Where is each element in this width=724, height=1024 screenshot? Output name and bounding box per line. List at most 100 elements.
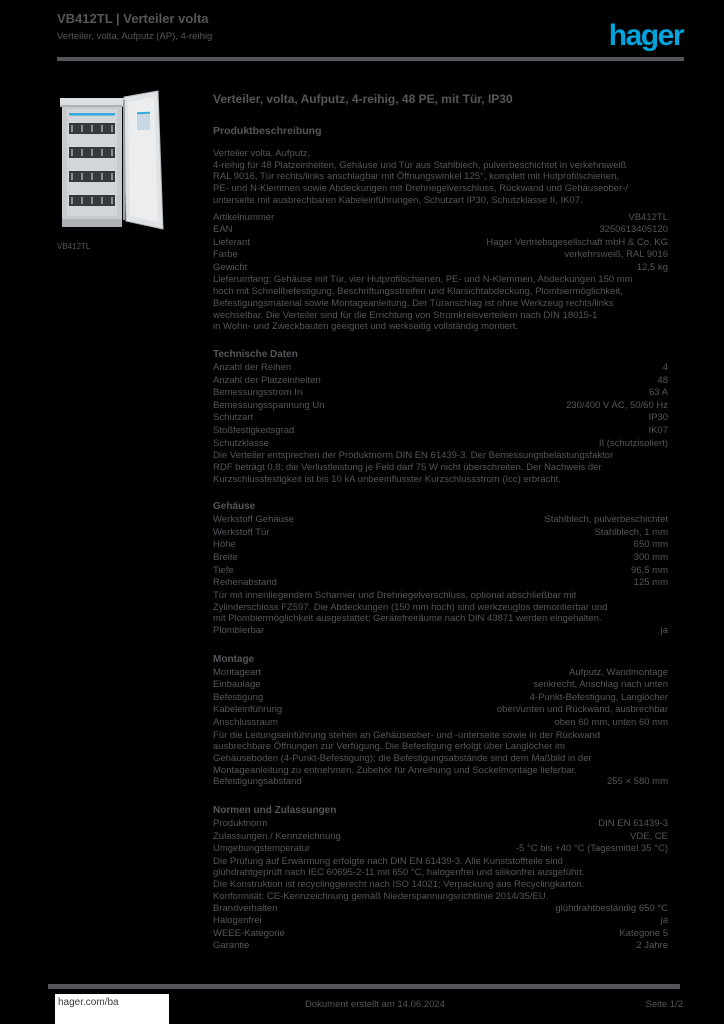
spec-label: Schutzart (213, 412, 254, 424)
spec-value: Stahlblech, 1 mm (594, 526, 668, 538)
spec-row: Montageart Aufputz, Wandmontage (213, 667, 668, 680)
spec-label: Umgebungstemperatur (213, 843, 311, 855)
spec-value: -5 °C bis +40 °C (Tagesmittel 35 °C) (515, 843, 668, 855)
spec-label: Halogenfrei (213, 915, 262, 927)
spec-row: Anzahl der Reihen 4 (213, 362, 668, 375)
spec-label: EAN (213, 224, 233, 236)
section-heading: Normen und Zulassungen (213, 804, 337, 816)
header-product-subline: Verteiler, volta, Aufputz (AP), 4-reihig (57, 31, 213, 42)
spec-label: Farbe (213, 249, 238, 261)
spec-label: Gewicht (213, 261, 248, 273)
spec-note-line: Für die Leitungseinführung stehen an Geh… (213, 729, 601, 741)
spec-row: Halogenfrei ja (213, 915, 668, 928)
main-column: Verteiler, volta, Aufputz, 4-reihig, 48 … (213, 92, 668, 953)
spec-value: VDE, CE (629, 830, 668, 842)
spec-row: WEEE-Kategorie Kategorie 5 (213, 928, 668, 941)
spec-note-line: Die Prüfung auf Erwärmung erfolgte nach … (213, 855, 563, 867)
spec-value: ja (660, 624, 668, 636)
spec-label: Werkstoff Gehäuse (213, 514, 294, 526)
footer-divider (48, 984, 680, 989)
spec-row: Garantie 2 Jahre (213, 940, 668, 953)
spec-row: Gewicht 12,5 kg (213, 262, 668, 275)
section-heading: Technische Daten (213, 349, 298, 360)
spec-value: DIN EN 61439-3 (598, 817, 668, 829)
spec-note-line: Zylinderschloss FZ597. Die Abdeckungen (… (213, 601, 608, 613)
spec-label: Befestigungsabstand (213, 776, 302, 788)
spec-value: IP30 (648, 412, 668, 424)
spec-note-line: Kurzschlussfestigkeit ist bis 10 kA unbe… (213, 473, 561, 485)
spec-row: Einbaulage senkrecht, Anschlag nach unten (213, 679, 668, 692)
spec-value: ja (660, 915, 668, 927)
spec-note-line: glühdrahtgeprüft nach IEC 60695-2-11 mit… (213, 867, 585, 879)
spec-value: verkehrsweiß, RAL 9016 (564, 249, 668, 261)
spec-row: Farbe verkehrsweiß, RAL 9016 (213, 249, 668, 262)
spec-note-line: Die Konstruktion ist recyclinggerecht na… (213, 879, 585, 891)
spec-value: 650 mm (633, 539, 668, 551)
spec-value: 2 Jahre (636, 940, 668, 952)
footer-url-link[interactable]: hager.com/ba (58, 997, 119, 1008)
spec-value: oben 60 mm, unten 60 mm (554, 716, 668, 728)
spec-label: Brandverhalten (213, 902, 278, 914)
spec-label: Bemessungsspannung Un (213, 399, 325, 411)
spec-label: Breite (213, 552, 238, 564)
spec-label: Werkstoff Tür (213, 526, 270, 538)
spec-label: Befestigung (213, 691, 264, 703)
spec-note-line: ausbrechbare Öffnungen zur Verfügung. Di… (213, 741, 566, 753)
spec-value: 4 (662, 362, 668, 373)
description-line: unterseite mit ausbrechbaren Kabeleinfüh… (213, 194, 583, 206)
spec-label: Reihenabstand (213, 577, 277, 589)
spec-label: WEEE-Kategorie (213, 927, 285, 939)
spec-label: Garantie (213, 940, 250, 952)
spec-value: Aufputz, Wandmontage (569, 666, 668, 678)
spec-note-line: Befestigungsmaterial sowie Montageanleit… (213, 297, 614, 309)
header-product-line: VB412TL | Verteiler volta (57, 11, 209, 26)
section-heading: Gehäuse (213, 501, 256, 513)
spec-row: Umgebungstemperatur -5 °C bis +40 °C (Tag… (213, 843, 668, 856)
spec-label: Bemessungsstrom In (213, 387, 303, 399)
spec-value: 125 mm (633, 577, 668, 589)
page-title: Verteiler, volta, Aufputz, 4-reihig, 48 … (213, 92, 513, 106)
spec-label: Montageart (213, 666, 262, 678)
spec-label: Anschlussraum (213, 716, 278, 728)
description-line: 4-reihig für 48 Platzeinheiten, Gehäuse … (213, 159, 627, 171)
spec-row: Schutzart IP30 (213, 412, 668, 425)
spec-row: Befestigung 4-Punkt-Befestigung, Langlöch… (213, 692, 668, 705)
spec-label: Anzahl der Reihen (213, 362, 292, 373)
spec-label: Produktnorm (213, 817, 268, 829)
spec-label: Kabeleinführung (213, 704, 283, 716)
spec-note-line: Lieferumfang: Gehäuse mit Tür, vier Hutp… (213, 274, 633, 286)
spec-note-line: RDF beträgt 0,8; die Verlustleistung je … (213, 461, 602, 473)
spec-value: IK07 (648, 424, 668, 436)
spec-value: Kategorie 5 (619, 927, 668, 939)
spec-row: Anschlussraum oben 60 mm, unten 60 mm (213, 717, 668, 730)
header-divider (57, 57, 684, 61)
spec-value: VB412TL (628, 211, 668, 223)
spec-label: Lieferant (213, 236, 250, 248)
spec-label: Einbaulage (213, 679, 261, 691)
spec-note-line: Tür mit innenliegendem Scharnier und Dre… (213, 589, 577, 601)
spec-label: Tiefe (213, 564, 234, 576)
spec-note-line: Konformität: CE-Kennzeichnung gemäß Nied… (213, 890, 549, 902)
photo-caption: VB412TL (57, 242, 91, 251)
spec-label: Schutzklasse (213, 437, 269, 449)
spec-value: 12,5 kg (636, 261, 668, 273)
spec-value: 230/400 V AC, 50/60 Hz (566, 399, 668, 411)
spec-label: Stoßfestigkeitsgrad (213, 424, 295, 436)
description-line: RAL 9016, Tür rechts/links anschlagbar m… (213, 171, 619, 183)
spec-note-line: Die Verteiler entsprechen der Produktnor… (213, 450, 614, 462)
description: Verteiler volta, Aufputz,4-reihig für 48… (213, 148, 668, 207)
spec-value: 4-Punkt-Befestigung, Langlöcher (529, 691, 668, 703)
spec-note-line: hoch mit Schnellbefestigung, Beschriftun… (213, 286, 623, 298)
spec-value: senkrecht, Anschlag nach unten (533, 679, 668, 691)
